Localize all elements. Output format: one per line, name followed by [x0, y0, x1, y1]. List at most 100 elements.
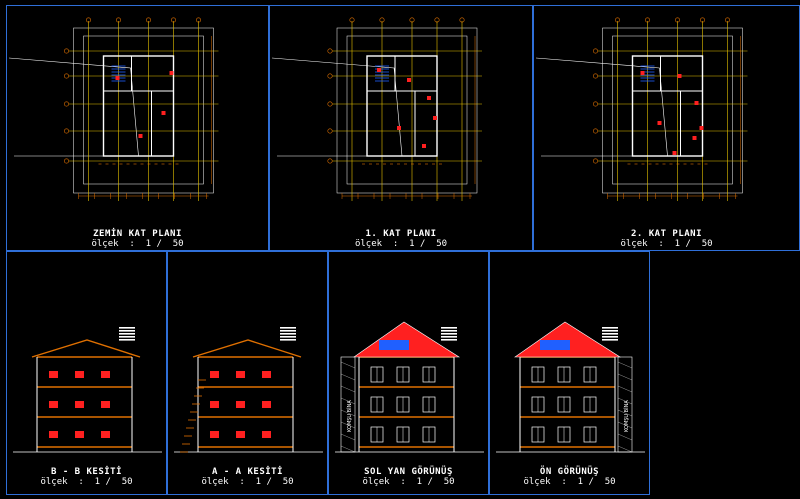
annotation-line: [602, 333, 618, 335]
hatch-line: [617, 373, 633, 381]
annotation-line: [280, 333, 296, 335]
cut-element: [49, 371, 58, 378]
hatch-line: [340, 361, 356, 369]
annotation-line: [119, 336, 135, 338]
column-mark: [161, 111, 166, 115]
column-mark: [422, 144, 426, 148]
axis-bubble: [63, 128, 69, 134]
cut-element: [210, 371, 219, 378]
sheet-title: B - B KESİTİ: [50, 467, 123, 477]
elevation-drawing: KOMŞU BİNA: [335, 321, 484, 453]
plan-drawing: [271, 17, 482, 201]
cut-element: [262, 371, 271, 378]
axis-bubble: [675, 17, 681, 23]
hatch-line: [617, 409, 633, 417]
cut-element: [236, 371, 245, 378]
axis-bubble: [592, 73, 598, 79]
cut-element: [75, 371, 84, 378]
roof-pattern: [379, 340, 409, 350]
hatch-line: [340, 421, 356, 429]
axis-bubble: [434, 17, 440, 23]
axis-bubble: [63, 48, 69, 54]
column-mark: [672, 151, 677, 155]
sheet-left-elevation: KOMŞU BİNA SOL YAN GÖRÜNÜŞ ölçek : 1 / 5…: [328, 251, 489, 495]
cut-element: [262, 431, 271, 438]
sheet-scale: ölçek : 1 / 50: [40, 477, 133, 487]
column-mark: [138, 134, 143, 138]
sheet-scale: ölçek : 1 / 50: [354, 239, 448, 249]
cut-element: [236, 401, 245, 408]
axis-bubble: [116, 17, 122, 23]
annotation-line: [441, 327, 457, 329]
axis-bubble: [146, 17, 152, 23]
axis-bubble: [327, 158, 333, 164]
annotation-line: [441, 333, 457, 335]
column-mark: [677, 74, 682, 78]
roof-line: [31, 339, 141, 358]
axis-bubble: [171, 17, 177, 23]
hatch-line: [617, 445, 633, 453]
column-mark: [699, 126, 704, 130]
annotation-line: [602, 330, 618, 332]
sheet-scale: ölçek : 1 / 50: [523, 477, 616, 487]
sheet-title: 2. KAT PLANI: [630, 229, 703, 239]
axis-bubble: [63, 158, 69, 164]
column-mark: [407, 78, 411, 82]
neighbour-building: [340, 356, 356, 453]
parcel-outline: [83, 35, 204, 185]
neighbour-label: KOMŞU BİNA: [346, 400, 353, 432]
hatch-line: [617, 397, 633, 405]
cut-element: [101, 431, 110, 438]
building-wall: [102, 55, 175, 157]
column-mark: [427, 96, 431, 100]
annotation-line: [602, 327, 618, 329]
plan-drawing: [8, 17, 219, 201]
column-mark: [115, 76, 120, 80]
annotation-line: [602, 339, 618, 341]
annotation-line: [441, 336, 457, 338]
axis-bubble: [327, 73, 333, 79]
site-boundary: [535, 57, 668, 157]
parcel-outline: [346, 35, 468, 185]
axis-bubble: [349, 17, 355, 23]
axis-bubble: [409, 17, 415, 23]
axis-bubble: [327, 101, 333, 107]
sheet-scale: ölçek : 1 / 50: [91, 239, 184, 249]
parcel-outline: [612, 35, 733, 185]
building-wall: [366, 55, 438, 157]
cut-element: [210, 401, 219, 408]
column-mark: [640, 71, 645, 75]
section-drawing: [174, 327, 323, 453]
neighbour-label: KOMŞU BİNA: [623, 400, 630, 432]
axis-bubble: [592, 158, 598, 164]
sheet-scale: ölçek : 1 / 50: [362, 477, 455, 487]
annotation-line: [119, 339, 135, 341]
cut-element: [262, 401, 271, 408]
hatch-line: [617, 421, 633, 429]
axis-bubble: [196, 17, 202, 23]
annotation-line: [280, 336, 296, 338]
column-mark: [169, 71, 174, 75]
sheet-front-elevation: KOMŞU BİNA ÖN GÖRÜNÜŞ ölçek : 1 / 50: [489, 251, 650, 495]
column-mark: [657, 121, 662, 125]
axis-bubble: [592, 101, 598, 107]
sheet-title: ÖN GÖRÜNÜŞ: [539, 467, 600, 477]
cut-element: [236, 431, 245, 438]
annotation-line: [441, 330, 457, 332]
hatch-line: [340, 445, 356, 453]
cut-element: [101, 371, 110, 378]
cut-element: [49, 401, 58, 408]
sheet-ground-floor-plan: ZEMİN KAT PLANI ölçek : 1 / 50: [6, 5, 269, 251]
building-wall: [631, 55, 704, 157]
annotation-line: [119, 333, 135, 335]
hatch-line: [617, 385, 633, 393]
hatch-line: [340, 385, 356, 393]
axis-bubble: [63, 73, 69, 79]
sheet-title: SOL YAN GÖRÜNÜŞ: [364, 467, 453, 477]
annotation-line: [119, 330, 135, 332]
sheet-first-floor-plan: 1. KAT PLANI ölçek : 1 / 50: [269, 5, 533, 251]
cut-element: [49, 431, 58, 438]
annotation-line: [119, 327, 135, 329]
axis-bubble: [645, 17, 651, 23]
sheet-second-floor-plan: 2. KAT PLANI ölçek : 1 / 50: [533, 5, 800, 251]
